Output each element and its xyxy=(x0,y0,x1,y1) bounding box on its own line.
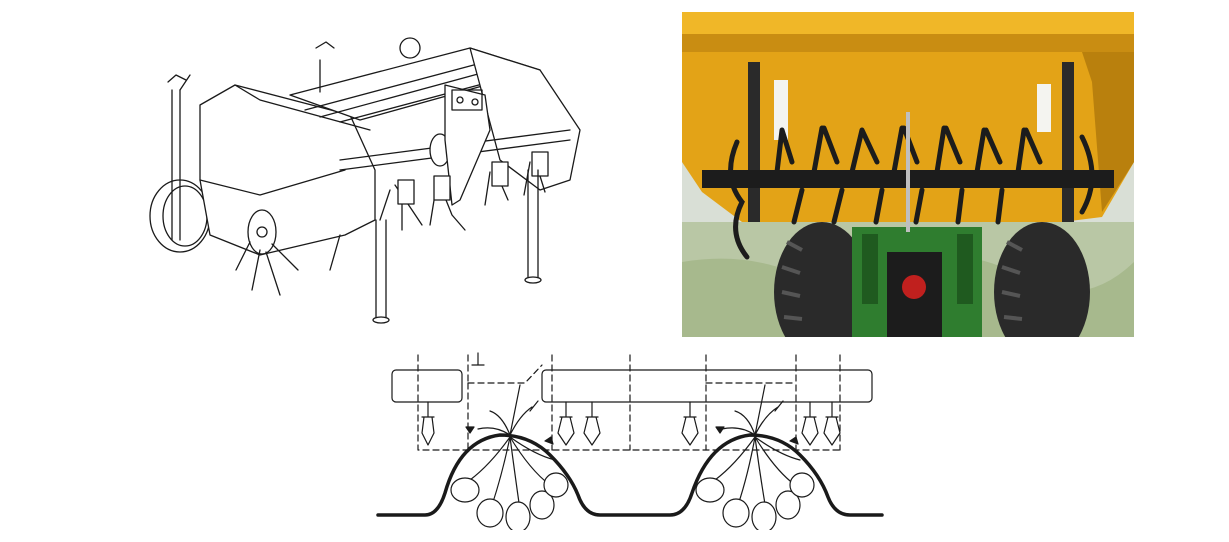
tractor-tire-right xyxy=(994,222,1090,337)
plant-left xyxy=(477,384,539,436)
side-plate xyxy=(469,47,581,191)
tine-assembly-2 xyxy=(429,175,466,231)
rotor-hub xyxy=(256,226,268,238)
hood-side-shadow xyxy=(1082,52,1134,212)
drive-chain-right xyxy=(1062,62,1074,222)
pulley-top xyxy=(399,37,421,59)
photo-tines xyxy=(728,125,1095,260)
hitch-plate xyxy=(451,89,483,111)
machine-line-drawing xyxy=(140,20,590,330)
cross-section-svg xyxy=(376,352,884,530)
crank-handle xyxy=(179,74,341,271)
rotor-disc xyxy=(247,209,277,255)
ridge-cross-section xyxy=(370,345,890,530)
hood-seam xyxy=(199,169,346,196)
rotor-hood xyxy=(199,84,376,256)
shaft-housing-left xyxy=(391,369,463,403)
drive-chain-left xyxy=(748,62,760,222)
machine-photo-svg xyxy=(682,12,1134,337)
soil-ridge-profile xyxy=(376,433,884,517)
height-crank-center xyxy=(315,41,335,93)
tire-treads xyxy=(781,240,1023,321)
tine-assembly-1 xyxy=(379,179,423,231)
hood-edge xyxy=(234,84,371,131)
tine-assembly-4 xyxy=(523,151,549,196)
height-crank-left xyxy=(167,74,187,83)
tubers-left xyxy=(450,436,569,530)
dashed-frame xyxy=(417,354,841,451)
machine-photograph xyxy=(682,12,1134,337)
machine-drawing-svg xyxy=(149,37,581,324)
shaft-housing-main xyxy=(541,369,873,403)
support-leg-front xyxy=(375,219,387,319)
tractor-red-part xyxy=(902,275,926,299)
tine-pairs xyxy=(421,352,841,446)
hood-slot-right xyxy=(1037,84,1051,132)
hitch-tower xyxy=(444,84,491,206)
hood-top-edge xyxy=(682,12,1134,34)
plant-right xyxy=(721,384,784,436)
leaf-markers xyxy=(465,426,799,445)
rotor-tines xyxy=(235,241,299,296)
tubers-right xyxy=(695,436,815,530)
hood-rim xyxy=(682,34,1134,52)
tine-assembly-3 xyxy=(484,161,509,206)
support-leg-rear xyxy=(527,169,539,279)
tractor-tire-left xyxy=(774,222,870,337)
hood-slot-left xyxy=(774,80,788,140)
